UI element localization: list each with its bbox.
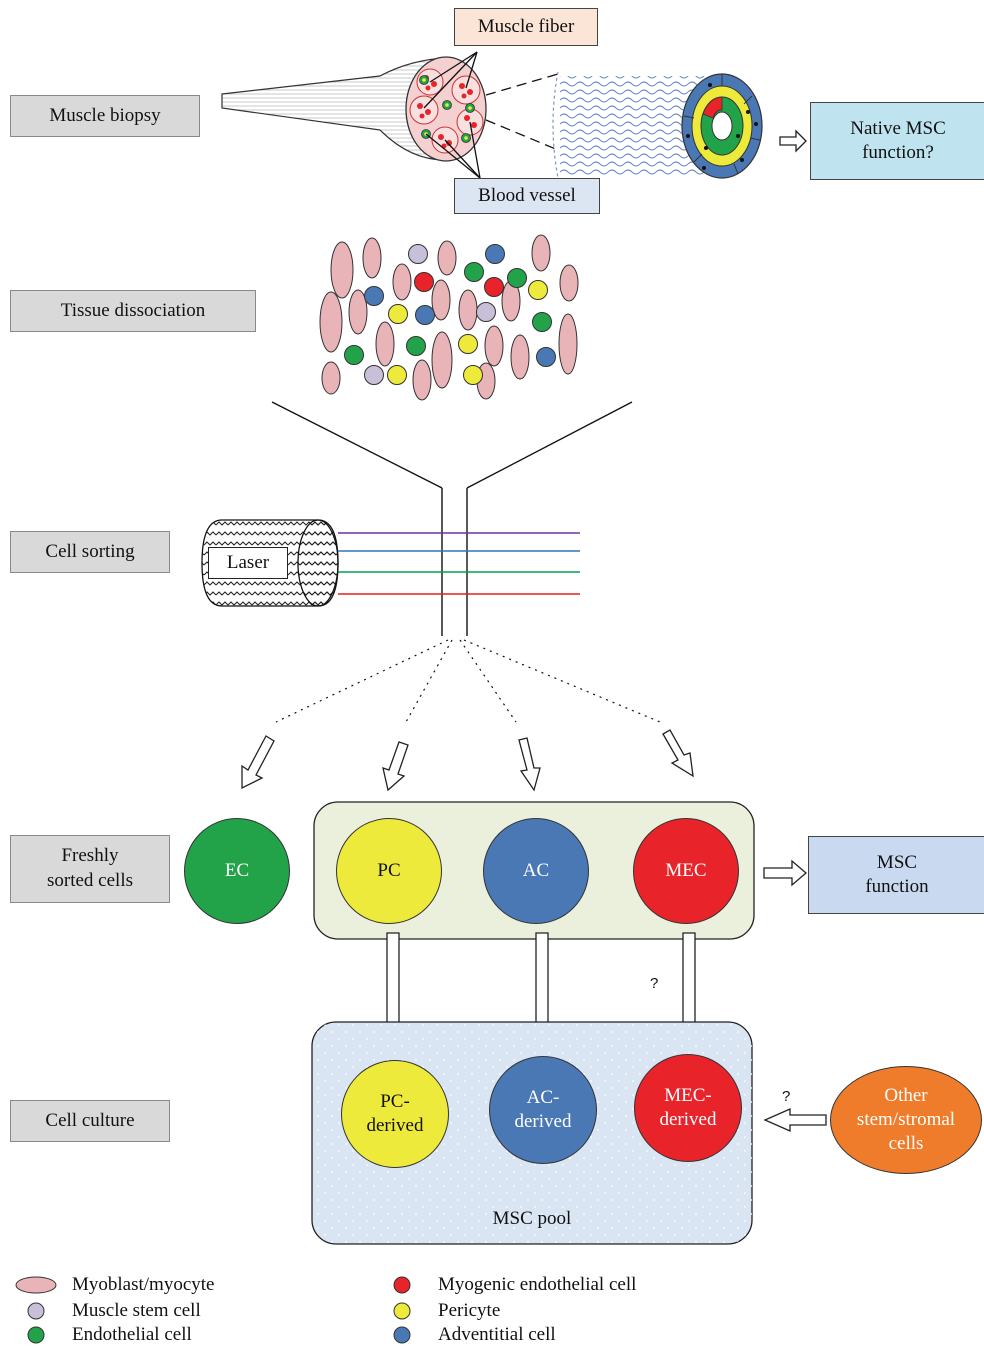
myocyte-cell — [559, 264, 579, 302]
other-stem-stromal-cells: Other stem/stromal cells — [830, 1066, 982, 1174]
legend-pericyte: Pericyte — [390, 1300, 500, 1322]
endothelial-cell — [406, 336, 426, 356]
myocyte-cell — [375, 321, 395, 367]
muscle-fiber-label: Muscle fiber — [454, 8, 598, 46]
arrow-from-other-cells — [763, 1108, 827, 1132]
sort-streams — [275, 639, 661, 723]
endothelial-cell — [507, 268, 527, 288]
legend-adventitial-label: Adventitial cell — [438, 1324, 556, 1345]
adventitial-cell — [415, 305, 435, 325]
question-mark-mec: ? — [650, 975, 659, 992]
native-msc-function-box: Native MSC function? — [810, 102, 984, 180]
myocyte-cell — [362, 237, 382, 279]
pericyte-cell — [458, 334, 478, 354]
myocyte-swatch — [15, 1276, 57, 1294]
stage-cell-culture: Cell culture — [10, 1100, 170, 1142]
adventitial-cell — [485, 244, 505, 264]
stage-muscle-biopsy: Muscle biopsy — [10, 95, 200, 137]
ac-derived-cell: AC- derived — [489, 1056, 597, 1164]
pericyte-cell — [463, 365, 483, 385]
pc-derived-cell: PC- derived — [341, 1060, 449, 1168]
myocyte-cell — [431, 279, 451, 321]
stem-cell — [364, 365, 384, 385]
sort-arrows — [241, 729, 694, 792]
legend-myocyte: Myoblast/myocyte — [14, 1274, 214, 1296]
myocyte-cell — [319, 291, 343, 353]
endothelial-swatch — [27, 1326, 45, 1344]
endothelial-cell — [532, 312, 552, 332]
adventitial-cell — [364, 286, 384, 306]
pericyte-cell — [528, 280, 548, 300]
legend-muscle-stem-label: Muscle stem cell — [72, 1300, 201, 1321]
myocyte-cell — [348, 289, 368, 335]
stage-cell-sorting: Cell sorting — [10, 531, 170, 573]
myocyte-cell — [531, 234, 551, 272]
laser-label: Laser — [208, 547, 288, 579]
stem-cell — [476, 302, 496, 322]
blood-vessel-zoom — [552, 71, 763, 179]
myocyte-cell — [330, 241, 354, 299]
pericyte-cell — [387, 365, 407, 385]
adventitial-cell — [536, 347, 556, 367]
legend-myocyte-label: Myoblast/myocyte — [72, 1274, 215, 1295]
sorting-funnel — [271, 401, 633, 636]
myocyte-cell — [484, 325, 504, 367]
legend-myogenic-endothelial-label: Myogenic endothelial cell — [438, 1274, 637, 1295]
legend-endothelial: Endothelial cell — [24, 1324, 192, 1346]
adventitial-swatch — [393, 1326, 411, 1344]
stage-freshly-sorted: Freshly sorted cells — [10, 835, 170, 903]
label-leader-lines — [423, 51, 481, 179]
endothelial-cell — [344, 345, 364, 365]
legend-adventitial: Adventitial cell — [390, 1324, 556, 1346]
endothelial-cell — [464, 262, 484, 282]
myocyte-cell — [437, 240, 457, 276]
laser-beams — [338, 532, 580, 595]
pericyte-swatch — [393, 1302, 411, 1320]
msc-function-box: MSC function — [808, 836, 984, 914]
myogenic-endothelial-cell — [414, 272, 434, 292]
muscle-stem-swatch — [27, 1302, 45, 1320]
mec-cell: MEC — [633, 818, 739, 924]
muscle-bundle — [221, 51, 559, 179]
ac-cell: AC — [483, 818, 589, 924]
arrow-to-native-msc — [779, 129, 807, 153]
legend-muscle-stem: Muscle stem cell — [24, 1300, 201, 1322]
culture-arrows — [379, 932, 703, 1048]
legend-pericyte-label: Pericyte — [438, 1300, 501, 1321]
myogenic-endothelial-cell — [484, 277, 504, 297]
myocyte-cell — [392, 263, 412, 301]
pc-cell: PC — [336, 818, 442, 924]
myocyte-cell — [412, 359, 432, 401]
arrow-to-msc-function — [763, 859, 807, 887]
myocyte-cell — [558, 313, 578, 375]
pericyte-cell — [388, 304, 408, 324]
myogenic-endothelial-swatch — [393, 1276, 411, 1294]
myocyte-cell — [321, 361, 341, 395]
stem-cell — [408, 244, 428, 264]
msc-pool-label: MSC pool — [492, 1208, 572, 1230]
mec-derived-cell: MEC- derived — [634, 1054, 742, 1162]
blood-vessel-label: Blood vessel — [454, 178, 600, 214]
myocyte-cell — [510, 334, 530, 380]
dissociated-cells — [319, 234, 579, 401]
question-mark-other: ? — [782, 1088, 791, 1105]
ec-cell: EC — [184, 818, 290, 924]
stage-tissue-dissociation: Tissue dissociation — [10, 290, 256, 332]
legend-endothelial-label: Endothelial cell — [72, 1324, 192, 1345]
myocyte-cell — [431, 331, 453, 389]
myocyte-cell — [458, 289, 478, 331]
zoom-lines — [485, 73, 559, 151]
legend-myogenic-endothelial: Myogenic endothelial cell — [390, 1274, 636, 1296]
